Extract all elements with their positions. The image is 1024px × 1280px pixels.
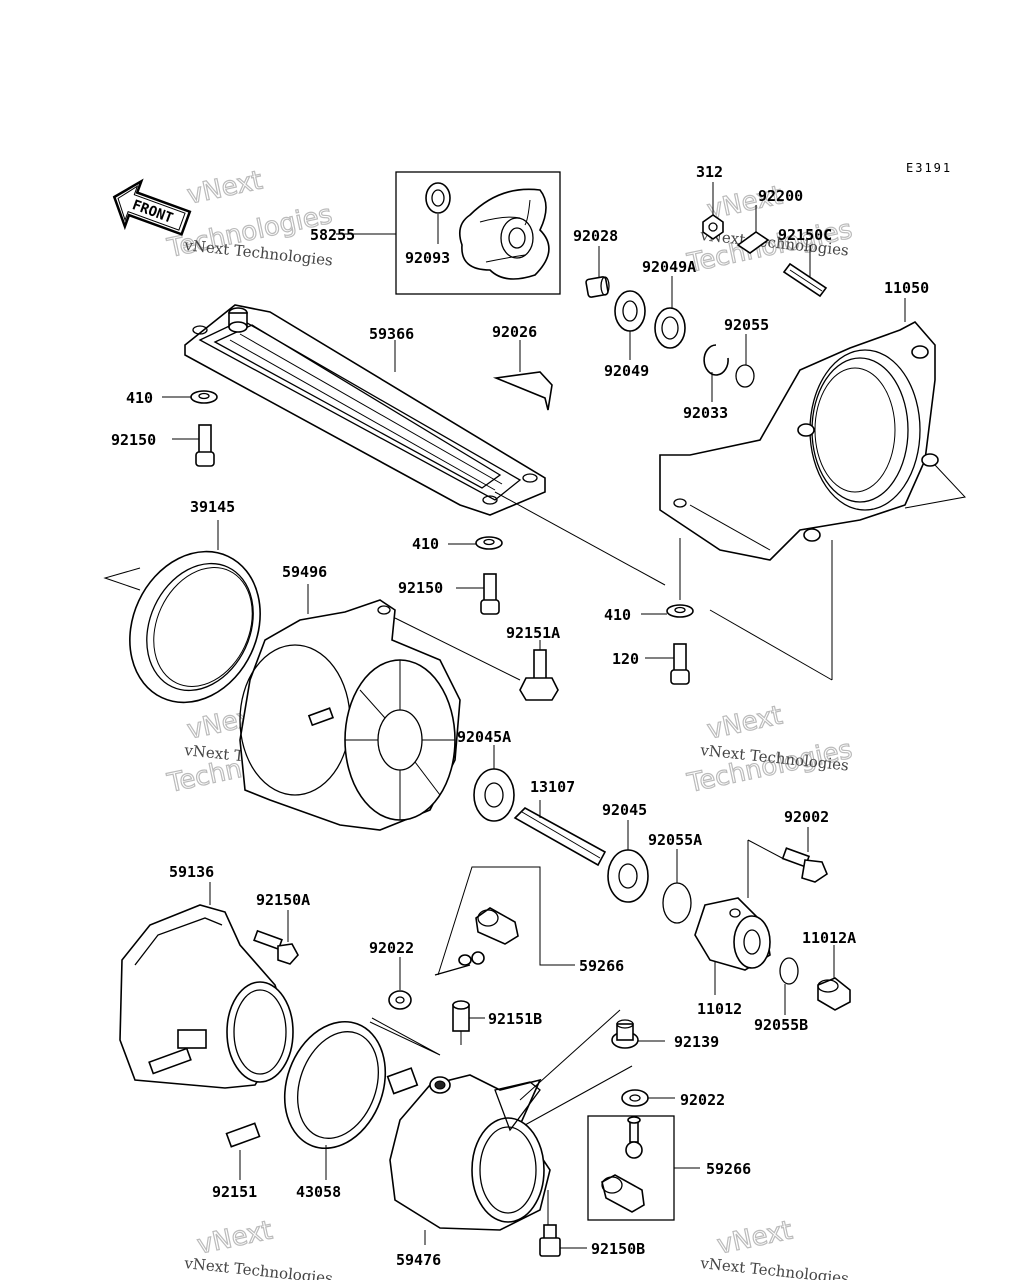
label-92093: 92093 [405,249,450,267]
label-92055B: 92055B [754,1016,808,1034]
label-92049: 92049 [604,362,649,380]
bearing-92049 [614,290,646,360]
label-92022-b: 92022 [680,1091,725,1109]
part-labels: 58255 92093 92026 59366 410 92150 39145 … [111,163,929,1269]
washer-410-c [641,604,694,618]
label-312: 312 [696,163,723,181]
bolt-120 [645,643,690,685]
label-92045: 92045 [602,801,647,819]
diagram-code: E3191 [906,161,952,175]
label-59266-b: 59266 [706,1160,751,1178]
label-92033: 92033 [683,404,728,422]
label-43058: 43058 [296,1183,341,1201]
bearing-92045A [473,745,515,822]
bolt-92151 [225,1122,261,1180]
label-92150B: 92150B [591,1240,645,1258]
washer-92022-b [621,1089,675,1107]
watermark-brand: vNext [195,1215,276,1260]
label-92055A: 92055A [648,831,702,849]
nozzle-59136 [119,882,294,1089]
nut-312 [702,182,724,240]
label-92151A: 92151A [506,624,560,642]
watermark-label: vNext Technologies [699,1254,850,1280]
plug-11012A [817,945,851,1011]
bearing-92045 [607,820,649,903]
label-59266-a: 59266 [579,957,624,975]
label-11050: 11050 [884,279,929,297]
pump-cover-59366 [184,304,666,586]
oring-92055B [779,957,799,1015]
impeller-assembly [336,171,561,295]
nozzle-59476 [389,1009,633,1245]
bolt-92002 [781,827,828,883]
label-59496: 59496 [282,563,327,581]
bushing-92139 [611,1019,665,1049]
label-410-c: 410 [604,606,631,624]
label-13107: 13107 [530,778,575,796]
label-92049A: 92049A [642,258,696,276]
kit-59266-upper [434,866,575,976]
washer-92022-a [388,957,412,1010]
bolt-92151A [519,640,559,701]
label-11012A: 11012A [802,929,856,947]
label-120: 120 [612,650,639,668]
ring-43058 [283,1017,441,1180]
label-92150-a: 92150 [111,431,156,449]
label-92200: 92200 [758,187,803,205]
label-92045A: 92045A [457,728,511,746]
oring-92055 [735,334,755,388]
bolt-92150-b [456,573,500,615]
bolt-92150A [253,910,299,965]
liner-92026 [492,340,553,411]
seal-92049A [654,276,686,349]
label-59366: 59366 [369,325,414,343]
label-58255: 58255 [310,226,355,244]
label-92139: 92139 [674,1033,719,1051]
label-92002: 92002 [784,808,829,826]
label-39145: 39145 [190,498,235,516]
label-92022-a: 92022 [369,939,414,957]
ring-39145 [103,520,261,704]
sleeve-92028 [585,246,610,298]
label-92150C: 92150C [778,226,832,244]
label-410-b: 410 [412,535,439,553]
cap-11012 [694,839,783,995]
front-arrow-icon: FRONT [112,178,192,236]
shaft-13107 [513,800,607,867]
label-59476: 59476 [396,1251,441,1269]
bolt-92150B [539,1224,587,1257]
pump-housing-11050 [659,298,966,681]
pump-case-59496 [239,584,521,831]
watermark-label: vNext Technologies [183,1254,334,1280]
label-92150A: 92150A [256,891,310,909]
label-92151: 92151 [212,1183,257,1201]
label-92150-b: 92150 [398,579,443,597]
circlip-92033 [703,344,729,402]
label-11012: 11012 [697,1000,742,1018]
watermark-brand: vNext [185,165,266,210]
label-59136: 59136 [169,863,214,881]
watermark-brand: vNext [715,1215,796,1260]
label-92026: 92026 [492,323,537,341]
washer-410-a [162,390,218,404]
bolt-92150-a [172,424,215,467]
plate-92200 [736,205,770,254]
watermark-brand: vNext [705,700,786,745]
bolt-92151B [452,1000,485,1045]
stud-92150C [782,245,828,298]
label-92028: 92028 [573,227,618,245]
label-92151B: 92151B [488,1010,542,1028]
kit-59266-lower [587,1115,700,1221]
label-92055: 92055 [724,316,769,334]
washer-410-b [448,536,503,550]
oring-92055A [662,849,692,924]
label-410-a: 410 [126,389,153,407]
